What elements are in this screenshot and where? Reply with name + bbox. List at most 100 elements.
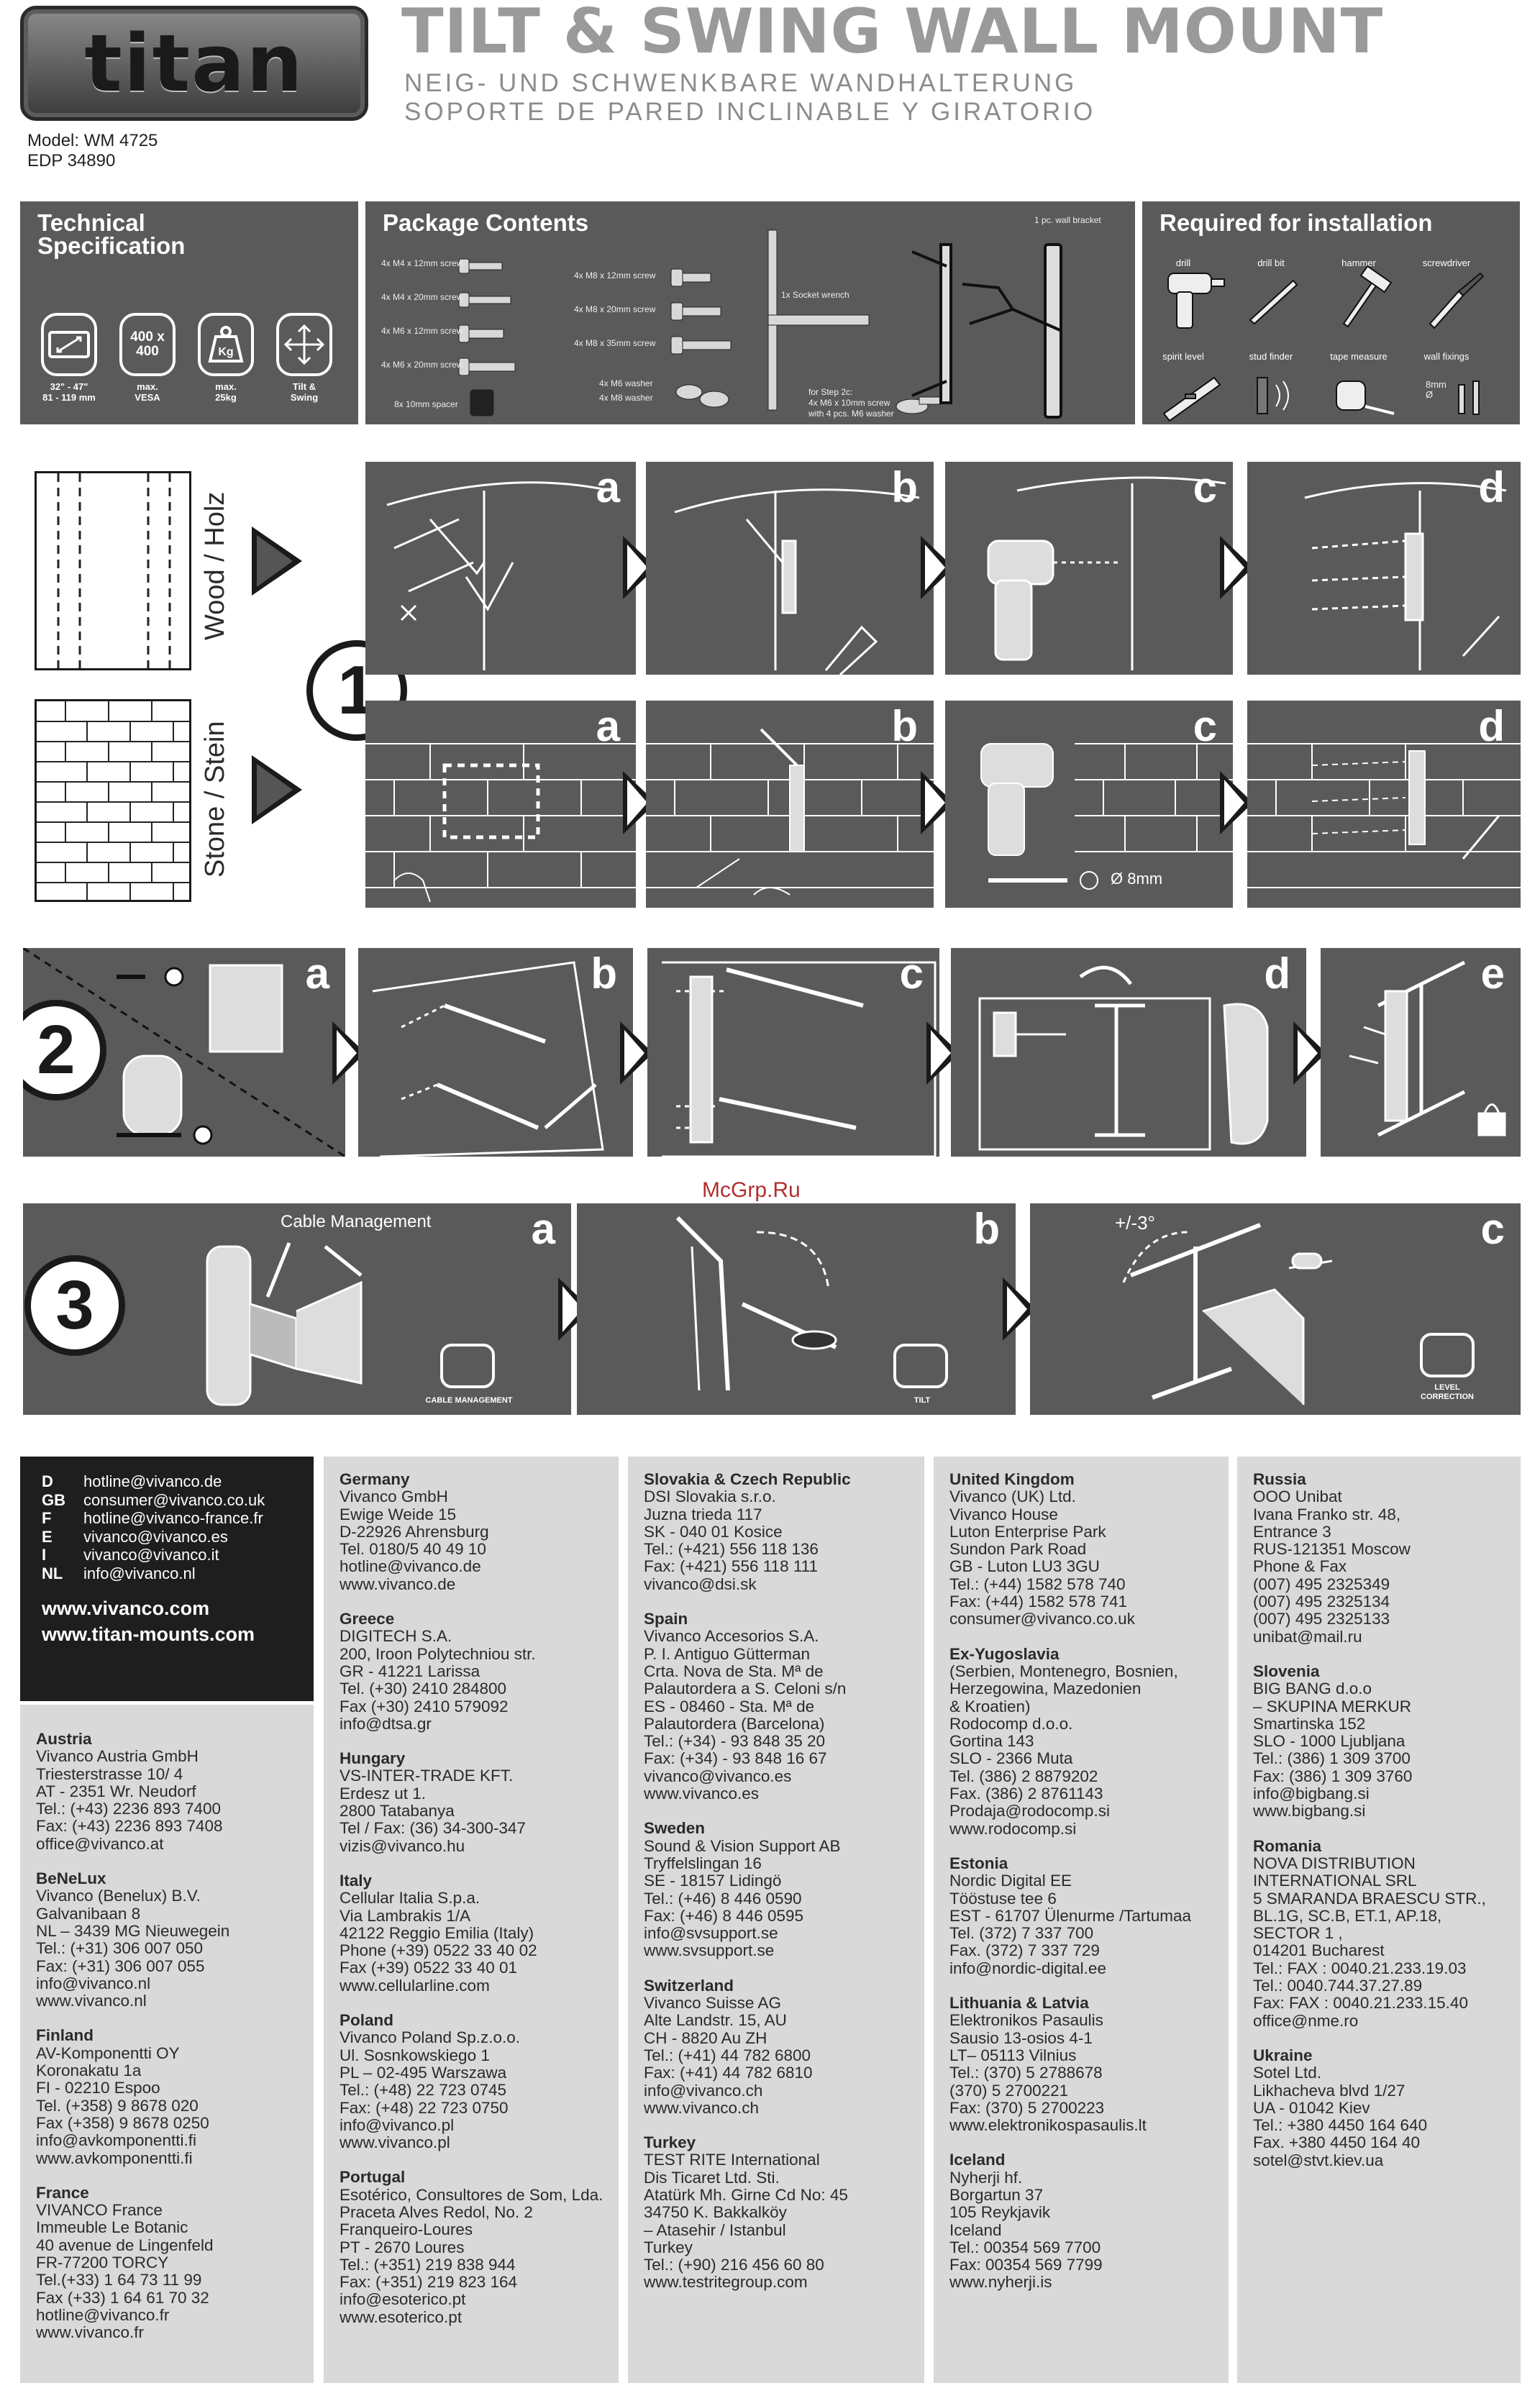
contact-line: Fax. +380 4450 164 40 (1253, 2133, 1421, 2152)
edp-number: EDP 34890 (27, 151, 116, 170)
contact-line: Fax: (386) 1 309 3760 (1253, 1767, 1413, 1785)
part-m6-washer: 4x M6 washer (599, 378, 653, 388)
contact-line: FI - 02210 Espoo (36, 2079, 160, 2097)
contact-link[interactable]: www.vivanco.de (340, 1575, 456, 1593)
drill-size-label: Ø 8mm (1111, 870, 1163, 888)
watermark: McGrp.Ru (702, 1178, 801, 1202)
drill-icon (1167, 273, 1225, 329)
tech-spec-title: Technical Specification (37, 209, 186, 259)
contact-link[interactable]: info@svsupport.se (644, 1924, 778, 1943)
part-m4x20: 4x M4 x 20mm screw (381, 292, 463, 302)
part-m8x20: 4x M8 x 20mm screw (574, 304, 656, 314)
step-1c-stone: c Ø 8mm (945, 701, 1233, 908)
contact-link[interactable]: www.elektronikospasaulis.lt (949, 2116, 1147, 2135)
required-panel: Required for installation drill drill bi… (1142, 201, 1520, 424)
hotline-email[interactable]: consumer@vivanco.co.uk (83, 1490, 265, 1509)
contact-line: Fax (+30) 2410 579092 (340, 1697, 509, 1716)
contact-line: Tel.: (+90) 216 456 60 80 (644, 2256, 824, 2274)
stone-wall-illustration (35, 699, 191, 902)
contact-link[interactable]: vizis@vivanco.hu (340, 1836, 465, 1855)
contact-line: Tel.: (+43) 2236 893 7400 (36, 1800, 222, 1818)
contact-line: EST - 61707 Ülenurme /Tartumaa (949, 1906, 1191, 1925)
contact-link[interactable]: vivanco@dsi.sk (644, 1575, 757, 1593)
weight-icon-text: Kg (218, 346, 233, 358)
tilt-icon (893, 1344, 948, 1388)
contact-line: Immeuble Le Botanic (36, 2218, 188, 2237)
contact-link[interactable]: www.vivanco.es (644, 1785, 760, 1803)
step-1a-stone-letter: a (596, 702, 620, 750)
contact-link[interactable]: www.vivanco.fr (36, 2323, 145, 2342)
contact-link[interactable]: vivanco@vivanco.es (644, 1767, 792, 1785)
contact-line: Tel.: (+46) 8 446 0590 (644, 1889, 802, 1908)
contact-link[interactable]: www.testritegroup.com (644, 2273, 808, 2292)
contact-link[interactable]: office@vivanco.at (36, 1834, 164, 1853)
hotline-email[interactable]: vivanco@vivanco.es (83, 1527, 228, 1546)
contact-link[interactable]: www.vivanco.ch (644, 2098, 760, 2117)
contact-link[interactable]: info@esoterico.pt (340, 2290, 466, 2309)
contact-line: Iceland (949, 2220, 1002, 2239)
contact-line: Luton Enterprise Park (949, 1522, 1106, 1541)
contact-link[interactable]: info@avkomponentti.fi (36, 2131, 196, 2150)
contact-link[interactable]: info@vivanco.ch (644, 2081, 763, 2100)
step-3b: b TILT (577, 1203, 1016, 1415)
contact-line: Phone & Fax (1253, 1557, 1347, 1576)
contact-country: Ukraine (1253, 2046, 1313, 2064)
contact-link[interactable]: www.cellularline.com (340, 1976, 490, 1995)
contact-line: (007) 495 2325134 (1253, 1593, 1390, 1611)
hotline-email[interactable]: vivanco@vivanco.it (83, 1546, 219, 1564)
hotline-email[interactable]: info@vivanco.nl (83, 1564, 196, 1582)
website-vivanco[interactable]: www.vivanco.com (42, 1598, 210, 1619)
contact-line: Sundon Park Road (949, 1540, 1087, 1559)
step-2b: b (358, 948, 633, 1157)
contact-link[interactable]: www.avkomponentti.fi (36, 2149, 193, 2167)
tool-label-tape-measure: tape measure (1330, 351, 1388, 362)
contact-link[interactable]: www.vivanco.pl (340, 2133, 450, 2152)
contact-link[interactable]: hotline@vivanco.de (340, 1557, 481, 1576)
cable-management-badge: CABLE MANAGEMENT (425, 1396, 513, 1405)
contact-line: VIVANCO France (36, 2201, 163, 2220)
contact-country: Italy (340, 1871, 373, 1890)
contact-link[interactable]: www.nyherji.is (949, 2273, 1052, 2292)
contact-line: Tel.: 00354 569 7700 (949, 2238, 1101, 2256)
part-m6x20: 4x M6 x 20mm screw (381, 360, 463, 370)
contact-link[interactable]: info@nordic-digital.ee (949, 1959, 1106, 1977)
contact-link[interactable]: hotline@vivanco.fr (36, 2305, 170, 2324)
hammer-icon (1342, 265, 1393, 328)
contact-line: Crta. Nova de Sta. Mª de (644, 1662, 824, 1680)
contact-line: & Kroatien) (949, 1697, 1031, 1716)
step-1c-wood: c (945, 462, 1233, 675)
contact-link[interactable]: office@nme.ro (1253, 2011, 1359, 2030)
hotline-email[interactable]: hotline@vivanco.de (83, 1472, 222, 1490)
cable-management-icon (440, 1344, 495, 1388)
contact-line: Vivanco House (949, 1505, 1058, 1523)
contact-link[interactable]: www.vivanco.nl (36, 1992, 147, 2010)
contact-link[interactable]: www.rodocomp.si (949, 1819, 1077, 1838)
contact-line: Phone (+39) 0522 33 40 02 (340, 1941, 537, 1960)
drill-bit-icon (1249, 279, 1298, 325)
contact-link[interactable]: consumer@vivanco.co.uk (949, 1610, 1135, 1628)
contact-link[interactable]: info@dtsa.gr (340, 1714, 432, 1733)
hotline-email[interactable]: hotline@vivanco-france.fr (83, 1509, 263, 1527)
contact-link[interactable]: www.svsupport.se (644, 1941, 775, 1960)
contact-line: Palautordera a S. Celoni s/n (644, 1680, 847, 1698)
step-2e: e (1321, 948, 1521, 1157)
contact-link[interactable]: info@bigbang.si (1253, 1785, 1370, 1803)
part-m4x12: 4x M4 x 12mm screw (381, 258, 463, 268)
step-3-number: 3 (24, 1255, 125, 1356)
contact-link[interactable]: Prodaja@rodocomp.si (949, 1802, 1110, 1821)
contact-link[interactable]: www.bigbang.si (1253, 1802, 1366, 1821)
contact-link[interactable]: info@vivanco.pl (340, 2115, 455, 2134)
website-titan[interactable]: www.titan-mounts.com (42, 1623, 255, 1645)
contact-link[interactable]: info@vivanco.nl (36, 1974, 151, 1992)
contact-link[interactable]: unibat@mail.ru (1253, 1627, 1362, 1646)
tool-label-stud-finder: stud finder (1249, 351, 1293, 362)
contact-line: Tel.: (+421) 556 118 136 (644, 1540, 819, 1559)
contact-line: BL.1G, SC.B, ET.1, AP.18, (1253, 1906, 1442, 1925)
contact-line: Atatürk Mh. Girne Cd No: 45 (644, 2185, 848, 2204)
contact-line: Vivanco (Benelux) B.V. (36, 1887, 201, 1905)
contact-link[interactable]: www.esoterico.pt (340, 2307, 463, 2326)
contact-link[interactable]: sotel@stvt.kiev.ua (1253, 2151, 1384, 2169)
